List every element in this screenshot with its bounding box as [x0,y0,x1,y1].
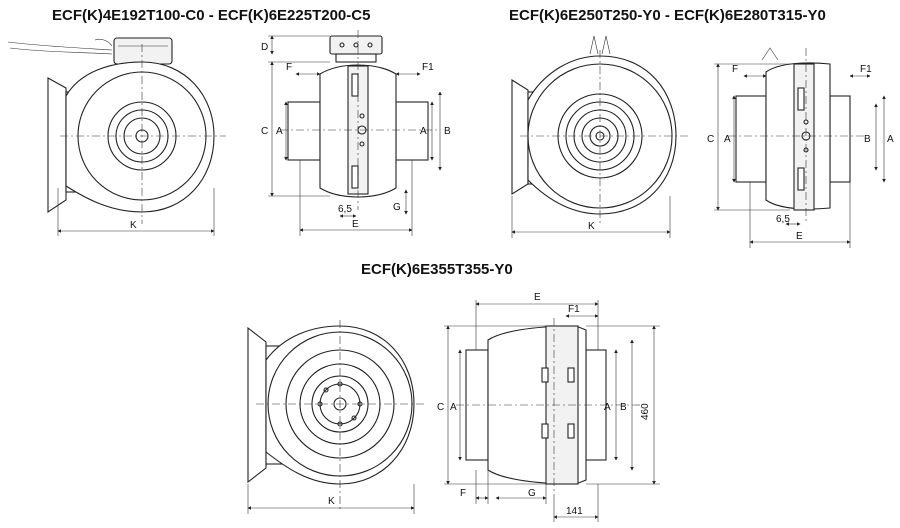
fan3-side-label-A-right: A [604,402,611,413]
fan2-side-view: C A B A F F1 6,5 E [707,47,894,248]
fan2-side-label-A-left: A [724,134,731,145]
fan3-side-label-G: G [528,488,536,499]
fan3-side-label-B: B [620,402,627,413]
fan1-side-label-6-5: 6,5 [338,204,352,215]
fan2-side-label-E: E [796,231,803,242]
fan3-side-label-A-left: A [450,402,457,413]
fan3-front-label-K: K [328,496,335,507]
fan1-side-label-F: F [286,62,292,73]
fan1-side-label-F1: F1 [422,62,434,73]
fan2-front-view: K [511,35,690,238]
fan2-side-label-A-right: A [887,134,894,145]
fan3-side-label-F: F [460,488,466,499]
fan3-front-view: K [247,320,426,514]
fan2-front-label-K: K [588,221,595,232]
fan3-side-label-E: E [534,292,541,303]
fan1-side-label-B: B [444,126,451,137]
fan1-side-label-A-right: A [420,126,427,137]
title-top-right: ECF(K)6E250T250-Y0 - ECF(K)6E280T315-Y0 [509,7,826,24]
fan2-side-label-F: F [732,64,738,75]
title-bottom: ECF(K)6E355T355-Y0 [361,261,513,278]
fan1-side-label-G: G [393,202,401,213]
fan1-front-label-K: K [130,220,137,231]
fan2-side-label-6-5: 6,5 [776,214,790,225]
fan2-side-label-C: C [707,134,714,145]
fan1-side-label-C: C [261,126,268,137]
fan1-side-label-D: D [261,42,268,53]
fan2-side-label-F1: F1 [860,64,872,75]
fan3-side-view: C A A B 460 E F1 F G 141 [437,292,660,522]
fan3-side-label-460: 460 [640,403,651,420]
fan1-side-view: C A A B D F F1 6,5 G E [261,30,451,236]
fan2-side-label-B: B [864,134,871,145]
fan1-side-label-E: E [352,219,359,230]
fan1-front-view: K [7,37,226,236]
fan1-side-label-A-left: A [276,126,283,137]
fan3-side-label-F1: F1 [568,304,580,315]
fan3-side-label-C: C [437,402,444,413]
title-top-left: ECF(K)4E192T100-C0 - ECF(K)6E225T200-C5 [52,7,370,24]
fan3-side-label-141: 141 [566,506,583,517]
